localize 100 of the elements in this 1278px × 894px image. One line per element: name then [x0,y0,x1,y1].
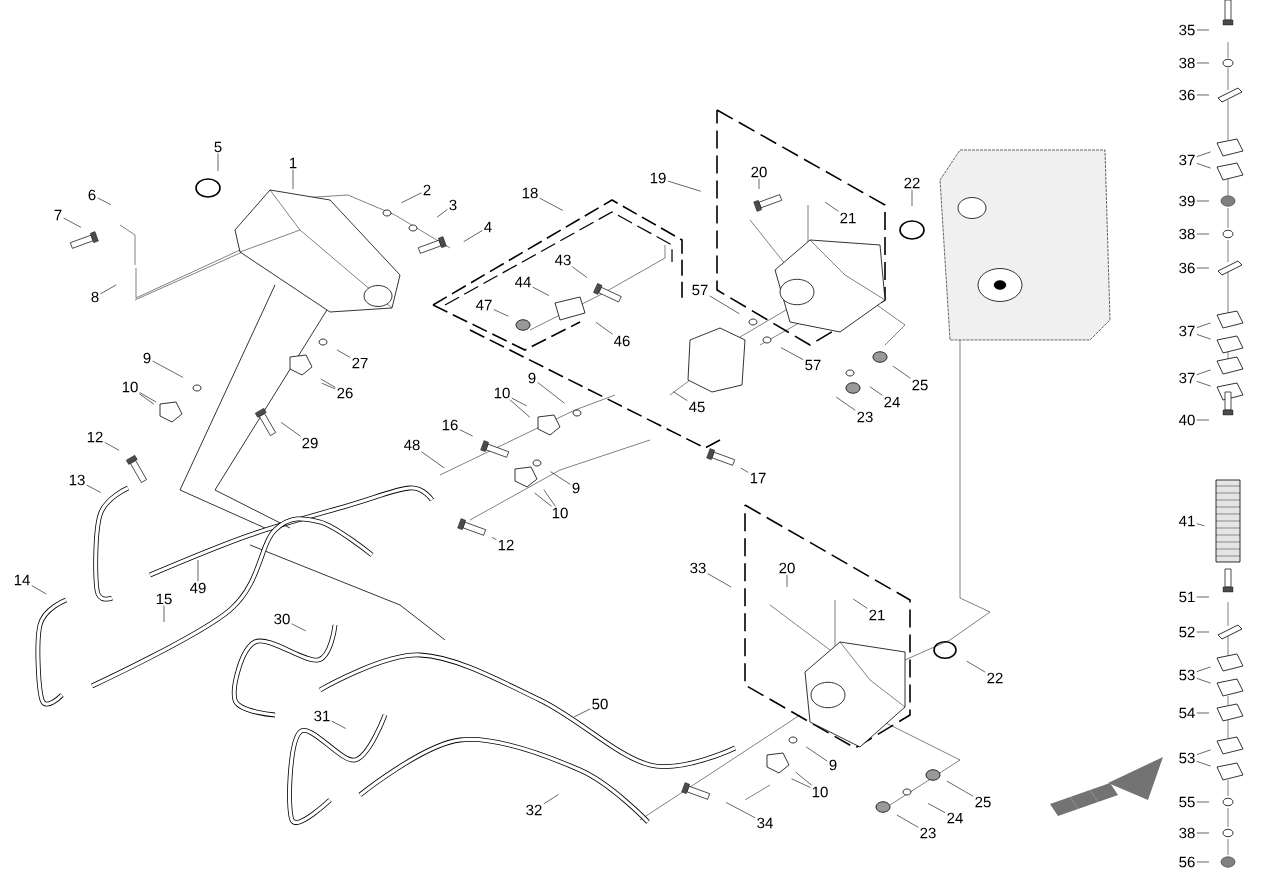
leader-line [100,284,117,295]
leader-line [1196,29,1210,31]
leader-line [459,429,473,437]
leader-line [511,397,528,407]
callout-number: 22 [902,176,922,190]
leader-line [534,492,552,507]
leader-line [946,780,974,797]
callout-number: 21 [867,608,887,622]
callout-number: 39 [1177,194,1197,208]
leader-line [791,778,811,788]
leader-line [331,720,347,729]
leader-line [673,391,688,401]
leader-line [1196,94,1210,96]
callout-number: 10 [120,380,140,394]
leader-line [550,471,571,485]
callout-number: 13 [67,473,87,487]
callout-number: 18 [520,186,540,200]
leader-line [1196,419,1210,421]
callout-number: 51 [1177,590,1197,604]
leader-line [896,814,919,828]
callout-number: 32 [524,803,544,817]
leader-line [707,573,732,588]
leader-line [740,467,749,473]
leader-line [1196,761,1211,767]
callout-number: 53 [1177,668,1197,682]
leader-line [463,230,483,242]
leader-line [758,178,760,190]
leader-line [927,803,946,813]
callout-number: 56 [1177,855,1197,869]
leader-line [1196,801,1210,803]
leader-line [543,489,556,507]
callout-number: 19 [648,171,668,185]
leader-line [1196,861,1210,863]
leader-line [509,399,531,418]
leader-line [197,559,199,582]
leader-line [217,153,219,172]
leader-line [1196,523,1205,527]
leader-line [63,217,82,228]
leader-line [1196,151,1211,157]
callout-number: 1 [287,156,299,170]
callout-number: 45 [687,400,707,414]
callout-number: 37 [1177,324,1197,338]
leader-line [892,365,911,379]
callout-number: 2 [421,183,433,197]
callout-number: 35 [1177,23,1197,37]
callout-number: 37 [1177,153,1197,167]
leader-line [1196,381,1211,387]
leader-line [786,574,788,588]
callout-number: 5 [212,140,224,154]
callout-number: 15 [154,592,174,606]
callout-number: 12 [496,538,516,552]
leader-line [104,442,120,451]
leader-line [852,598,868,609]
leader-line [436,209,448,218]
leader-line [97,197,112,205]
callout-number: 24 [945,811,965,825]
leader-line [292,169,294,190]
leader-line [1196,832,1210,834]
callout-number: 54 [1177,706,1197,720]
leader-line [824,201,839,212]
leader-line [163,605,165,623]
callout-number: 49 [188,581,208,595]
leader-line [574,708,591,718]
leader-line [966,660,986,673]
callout-number: 36 [1177,88,1197,102]
leader-line [543,794,559,805]
callout-number: 31 [312,709,332,723]
leader-line [1196,631,1210,633]
callout-number: 43 [553,253,573,267]
callout-number: 52 [1177,625,1197,639]
callout-number: 57 [803,358,823,372]
callout-number: 9 [570,481,582,495]
callout-number: 3 [447,198,459,212]
leader-line [493,309,509,317]
callout-number: 16 [440,418,460,432]
leader-line [321,382,336,390]
callout-number: 48 [402,438,422,452]
callout-number: 20 [749,165,769,179]
leader-line [780,347,804,360]
leader-line [667,180,701,192]
callout-number: 21 [838,211,858,225]
leader-line [1196,678,1211,684]
callout-number: 38 [1177,56,1197,70]
leader-line [291,623,306,632]
leader-line [1196,200,1210,202]
leader-line [571,266,588,278]
callout-number: 29 [300,436,320,450]
callout-number: 34 [755,816,775,830]
callout-number: 12 [85,430,105,444]
leader-line [1196,369,1211,375]
callout-number: 46 [612,334,632,348]
callout-number: 55 [1177,795,1197,809]
leader-line [86,484,102,493]
leader-line [911,189,913,207]
callout-number: 47 [474,298,494,312]
callout-number: 9 [141,351,153,365]
leader-line [1196,712,1210,714]
callout-number: 24 [882,395,902,409]
callout-number: 33 [688,561,708,575]
callout-number: 38 [1177,826,1197,840]
